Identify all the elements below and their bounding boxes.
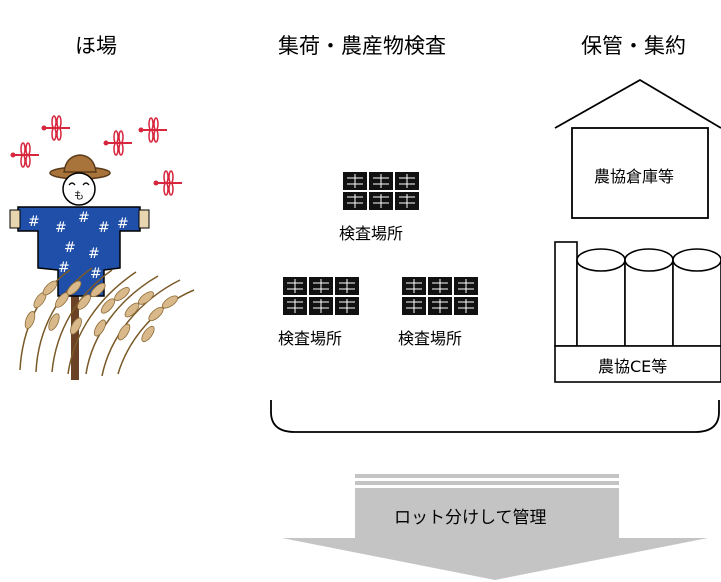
inspection-site-icon — [401, 276, 479, 316]
warehouse-label: 農協倉庫等 — [594, 167, 675, 186]
svg-text:#: # — [58, 260, 70, 276]
inspection-site-icon — [282, 276, 360, 316]
dragonfly-icon — [152, 170, 183, 196]
field-header: ほ場 — [75, 34, 117, 58]
svg-text:#: # — [88, 246, 100, 262]
inspection-site-label: 検査場所 — [278, 329, 343, 348]
country-elevator-label: 農協CE等 — [598, 357, 668, 376]
inspection-site-label: 検査場所 — [398, 329, 463, 348]
svg-text:#: # — [55, 220, 67, 236]
scarecrow-illustration: も ### ### ### — [9, 115, 195, 380]
svg-text:#: # — [64, 240, 76, 256]
dragonfly-icon — [102, 130, 133, 156]
arrow-label: ロット分けして管理 — [394, 508, 547, 528]
grouping-bracket — [270, 400, 720, 433]
inspection-site-label: 検査場所 — [339, 224, 404, 243]
svg-text:#: # — [90, 266, 102, 282]
svg-text:#: # — [28, 214, 40, 230]
lot-management-arrow — [282, 474, 708, 580]
svg-text:#: # — [78, 210, 90, 226]
dragonfly-icon — [9, 142, 40, 168]
dragonfly-icon — [137, 117, 168, 143]
svg-text:も: も — [74, 190, 84, 202]
warehouse-icon — [554, 78, 721, 219]
svg-text:#: # — [98, 220, 110, 236]
dragonfly-icon — [40, 115, 71, 141]
silo-icon — [554, 241, 721, 383]
storage-header: 保管・集約 — [581, 34, 686, 58]
collection-inspection-header: 集荷・農産物検査 — [278, 34, 446, 58]
inspection-site-icon — [342, 171, 420, 211]
svg-text:#: # — [117, 216, 129, 232]
